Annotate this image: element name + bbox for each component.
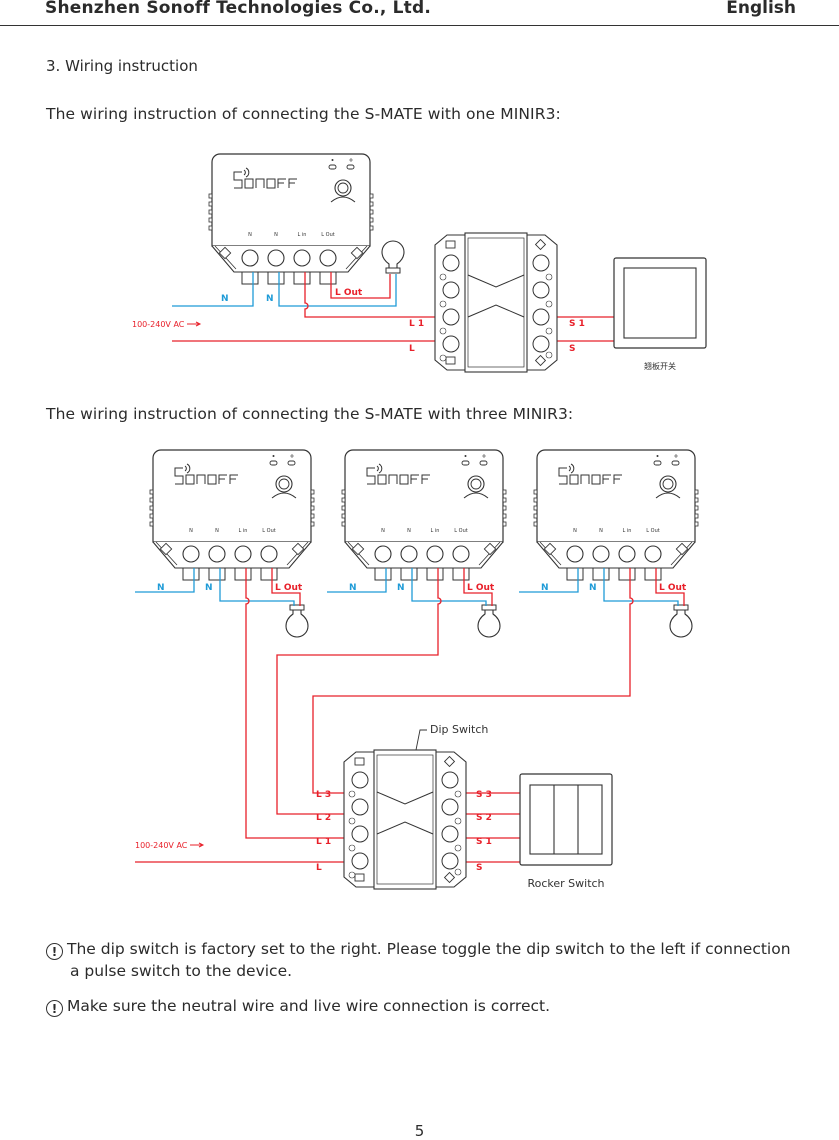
wire-label-n: N <box>157 583 165 593</box>
minir3-device-3 <box>533 449 699 581</box>
wire-label-l-out: L Out <box>659 583 687 593</box>
wire-label-l: L <box>316 863 322 873</box>
wire-label-s3: S 3 <box>476 790 492 800</box>
dip-switch-label: Dip Switch <box>430 723 488 736</box>
warning-icon: ! <box>46 943 63 960</box>
note-dip-switch: !The dip switch is factory set to the ri… <box>46 938 806 982</box>
minir3-device-2 <box>341 449 507 581</box>
page-number: 5 <box>414 1122 425 1140</box>
wire-label-n: N <box>205 583 213 593</box>
wire-label-l-out: L Out <box>335 288 363 298</box>
wire-label-l-out: L Out <box>467 583 495 593</box>
wire-label-n: N <box>589 583 597 593</box>
note-text: Make sure the neutral wire and live wire… <box>67 997 551 1015</box>
page-header: Shenzhen Sonoff Technologies Co., Ltd. E… <box>0 0 839 26</box>
voltage-label: 100-240V AC <box>132 320 185 329</box>
light-bulb-icon <box>477 604 501 638</box>
light-bulb-icon <box>669 604 693 638</box>
wire-label-l2: L 2 <box>316 813 331 823</box>
wire-label-n: N <box>349 583 357 593</box>
arrow-right-icon <box>187 321 202 327</box>
wire-label-s: S <box>476 863 482 873</box>
voltage-label: 100-240V AC <box>135 841 188 850</box>
minir3-device <box>208 153 374 285</box>
wire-label-l3: L 3 <box>316 790 331 800</box>
note-text-continued: a pulse switch to the device. <box>70 962 293 980</box>
wire-label-n: N <box>397 583 405 593</box>
wire-label-l1: L 1 <box>409 319 424 329</box>
diagram-three-caption: The wiring instruction of connecting the… <box>46 405 574 423</box>
wire-label-l-out: L Out <box>275 583 303 593</box>
wiring-diagram-three: N N L Out N N L Out N N L Out Dip Switch… <box>135 449 699 890</box>
rocker-switch-label: Rocker Switch <box>527 877 604 890</box>
note-text: The dip switch is factory set to the rig… <box>67 940 791 958</box>
wire-label-n: N <box>541 583 549 593</box>
wire-label-s1: S 1 <box>476 837 492 847</box>
minir3-device-1 <box>149 449 315 581</box>
wire-label-n: N <box>266 294 274 304</box>
light-bulb-icon <box>381 240 405 274</box>
company-name: Shenzhen Sonoff Technologies Co., Ltd. <box>45 0 432 18</box>
warning-icon: ! <box>46 1000 63 1017</box>
s-mate-device <box>343 749 467 890</box>
wire-label-l: L <box>409 344 415 354</box>
wire-label-s2: S 2 <box>476 813 492 823</box>
s-mate-device <box>434 232 558 373</box>
wire-label-s: S <box>569 344 575 354</box>
wire-label-n: N <box>221 294 229 304</box>
wiring-diagram-one: N N L in L Out <box>132 153 707 373</box>
diagram-one-caption: The wiring instruction of connecting the… <box>46 105 561 123</box>
wire-label-l1: L 1 <box>316 837 331 847</box>
panel-switch-label: 翘板开关 <box>644 361 676 371</box>
arrow-right-icon <box>190 842 205 848</box>
section-title: 3. Wiring instruction <box>46 57 198 75</box>
wire-label-s1: S 1 <box>569 319 585 329</box>
light-bulb-icon <box>285 604 309 638</box>
note-wire-connection: !Make sure the neutral wire and live wir… <box>46 995 806 1017</box>
language-label: English <box>726 0 796 18</box>
